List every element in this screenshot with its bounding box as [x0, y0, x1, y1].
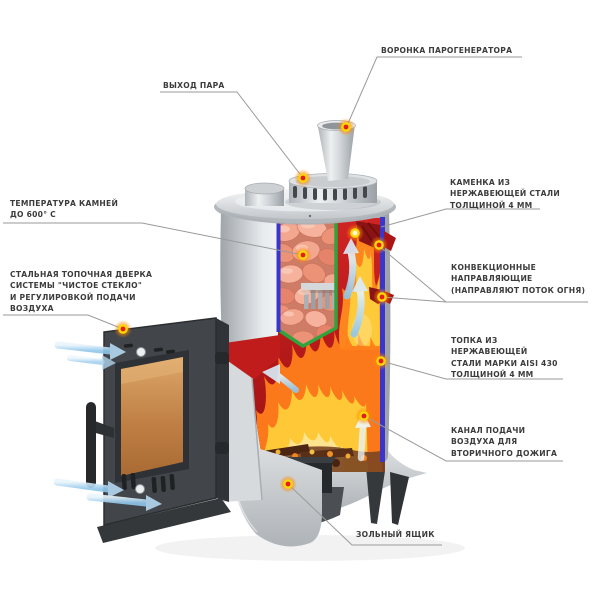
cut-edge-blue-right: [380, 217, 385, 462]
callout-dot-ash-box: [279, 475, 297, 493]
callout-dot-convection-lower: [373, 288, 391, 306]
leader-ash-box: [287, 483, 442, 546]
callout-dot-firebox: [372, 352, 390, 370]
stones-chamber-green-trim: [279, 220, 338, 348]
label-secondary-air: КАНАЛ ПОДАЧИ ВОЗДУХА ДЛЯ ВТОРИЧНОГО ДОЖИ…: [451, 426, 558, 458]
door-top-knob: [136, 347, 146, 357]
label-stones-temp: ТЕМПЕРАТУРА КАМНЕЙ ДО 600° С: [10, 199, 119, 220]
label-kamenka: КАМЕНКА ИЗ НЕРЖАВЕЮЩЕЙ СТАЛИ ТОЛЩИНОЙ 4 …: [450, 178, 560, 210]
callout-dot-stones: [294, 246, 312, 264]
door-hinge: [215, 442, 229, 454]
callout-dot-steam-funnel: [337, 118, 355, 136]
label-ash-box: ЗОЛЬНЫЙ ЯЩИК: [356, 530, 435, 539]
stones-chamber: [279, 220, 338, 348]
leader-secondary-air: [363, 415, 563, 462]
steam-outlet-collar: [288, 173, 378, 203]
callout-dot-convection-upper: [370, 236, 388, 254]
callout-dot-door: [114, 320, 132, 338]
door-bottom-vents: [121, 472, 175, 494]
door-handle: [86, 402, 114, 488]
floor-shadow: [155, 535, 465, 561]
callout-dots: [114, 118, 391, 493]
label-steam-outlet: ВЫХОД ПАРА: [163, 81, 225, 90]
label-steam-funnel: ВОРОНКА ПАРОГЕНЕРАТОРА: [381, 46, 513, 55]
leader-stones-temp: [3, 222, 304, 256]
door-top-vents: [123, 343, 175, 357]
leader-steam-funnel: [345, 56, 522, 129]
label-convection: КОНВЕКЦИОННЫЕ НАПРАВЛЯЮЩИЕ (НАПРАВЛЯЮТ П…: [451, 263, 586, 295]
callout-dot-steam-outlet: [294, 169, 312, 187]
callout-dot-kamenka: [346, 224, 364, 242]
door-hinge: [215, 352, 229, 364]
leader-convection-lower: [381, 296, 447, 303]
leader-kamenka: [380, 208, 540, 228]
stove-top: [214, 120, 396, 225]
leader-firebox: [380, 360, 563, 380]
leader-lines: [3, 56, 588, 546]
label-door: СТАЛЬНАЯ ТОПОЧНАЯ ДВЕРКА СИСТЕМЫ "ЧИСТОЕ…: [10, 270, 153, 314]
cut-edge-blue-left: [276, 218, 281, 332]
leader-door: [3, 314, 124, 330]
door-air-arrows: [53, 341, 162, 511]
stove-leg: [390, 472, 409, 525]
leader-steam-outlet: [160, 91, 304, 179]
steam-generator-grate: [301, 283, 337, 309]
stove-leg: [366, 467, 385, 524]
chimney-stub: [244, 182, 285, 206]
stove-door: [86, 317, 231, 543]
door-glass: [121, 357, 183, 476]
label-firebox: ТОПКА ИЗ НЕРЖАВЕЮЩЕЙ СТАЛИ МАРКИ AISI 43…: [451, 336, 558, 380]
door-bottom-knob: [135, 484, 145, 494]
callout-dot-secondary-air: [355, 407, 373, 425]
